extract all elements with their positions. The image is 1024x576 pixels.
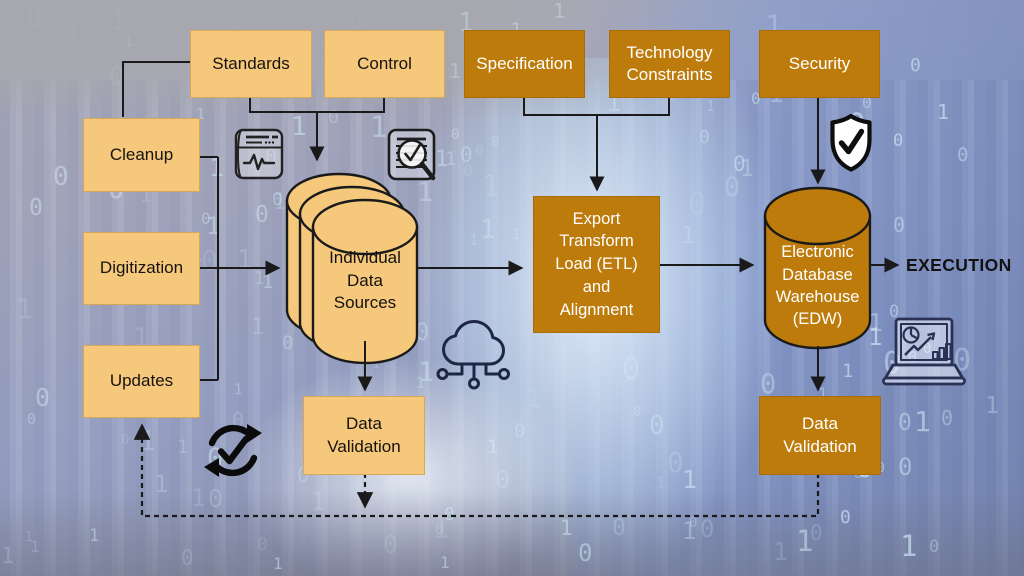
data-validation-right-box: Data Validation xyxy=(759,396,881,475)
cleanup-box: Cleanup xyxy=(83,118,200,192)
individual-data-sources-cylinders xyxy=(285,172,419,365)
standards-box: Standards xyxy=(190,30,312,98)
connector-spec-techcon-merge xyxy=(523,95,670,116)
digitization-box: Digitization xyxy=(83,232,200,305)
shield-check-icon xyxy=(830,113,872,172)
laptop-analytics-icon xyxy=(882,317,966,386)
search-document-check-icon xyxy=(387,128,436,181)
cloud-network-icon xyxy=(436,320,510,390)
etl-box: Export Transform Load (ETL) and Alignmen… xyxy=(533,196,660,333)
updates-box: Updates xyxy=(83,345,200,418)
specification-box: Specification xyxy=(464,30,585,98)
dashed-feedback-loop xyxy=(133,423,820,518)
control-box: Control xyxy=(324,30,445,98)
sync-check-icon xyxy=(204,424,262,477)
technology-constraints-box: Technology Constraints xyxy=(609,30,730,98)
edw-cylinder xyxy=(763,186,872,350)
security-box: Security xyxy=(759,30,880,98)
execution-label: EXECUTION xyxy=(906,255,1012,275)
ecg-journal-icon xyxy=(234,128,284,180)
connector-standards-cleanup xyxy=(122,61,190,117)
data-validation-left-box: Data Validation xyxy=(303,396,425,475)
